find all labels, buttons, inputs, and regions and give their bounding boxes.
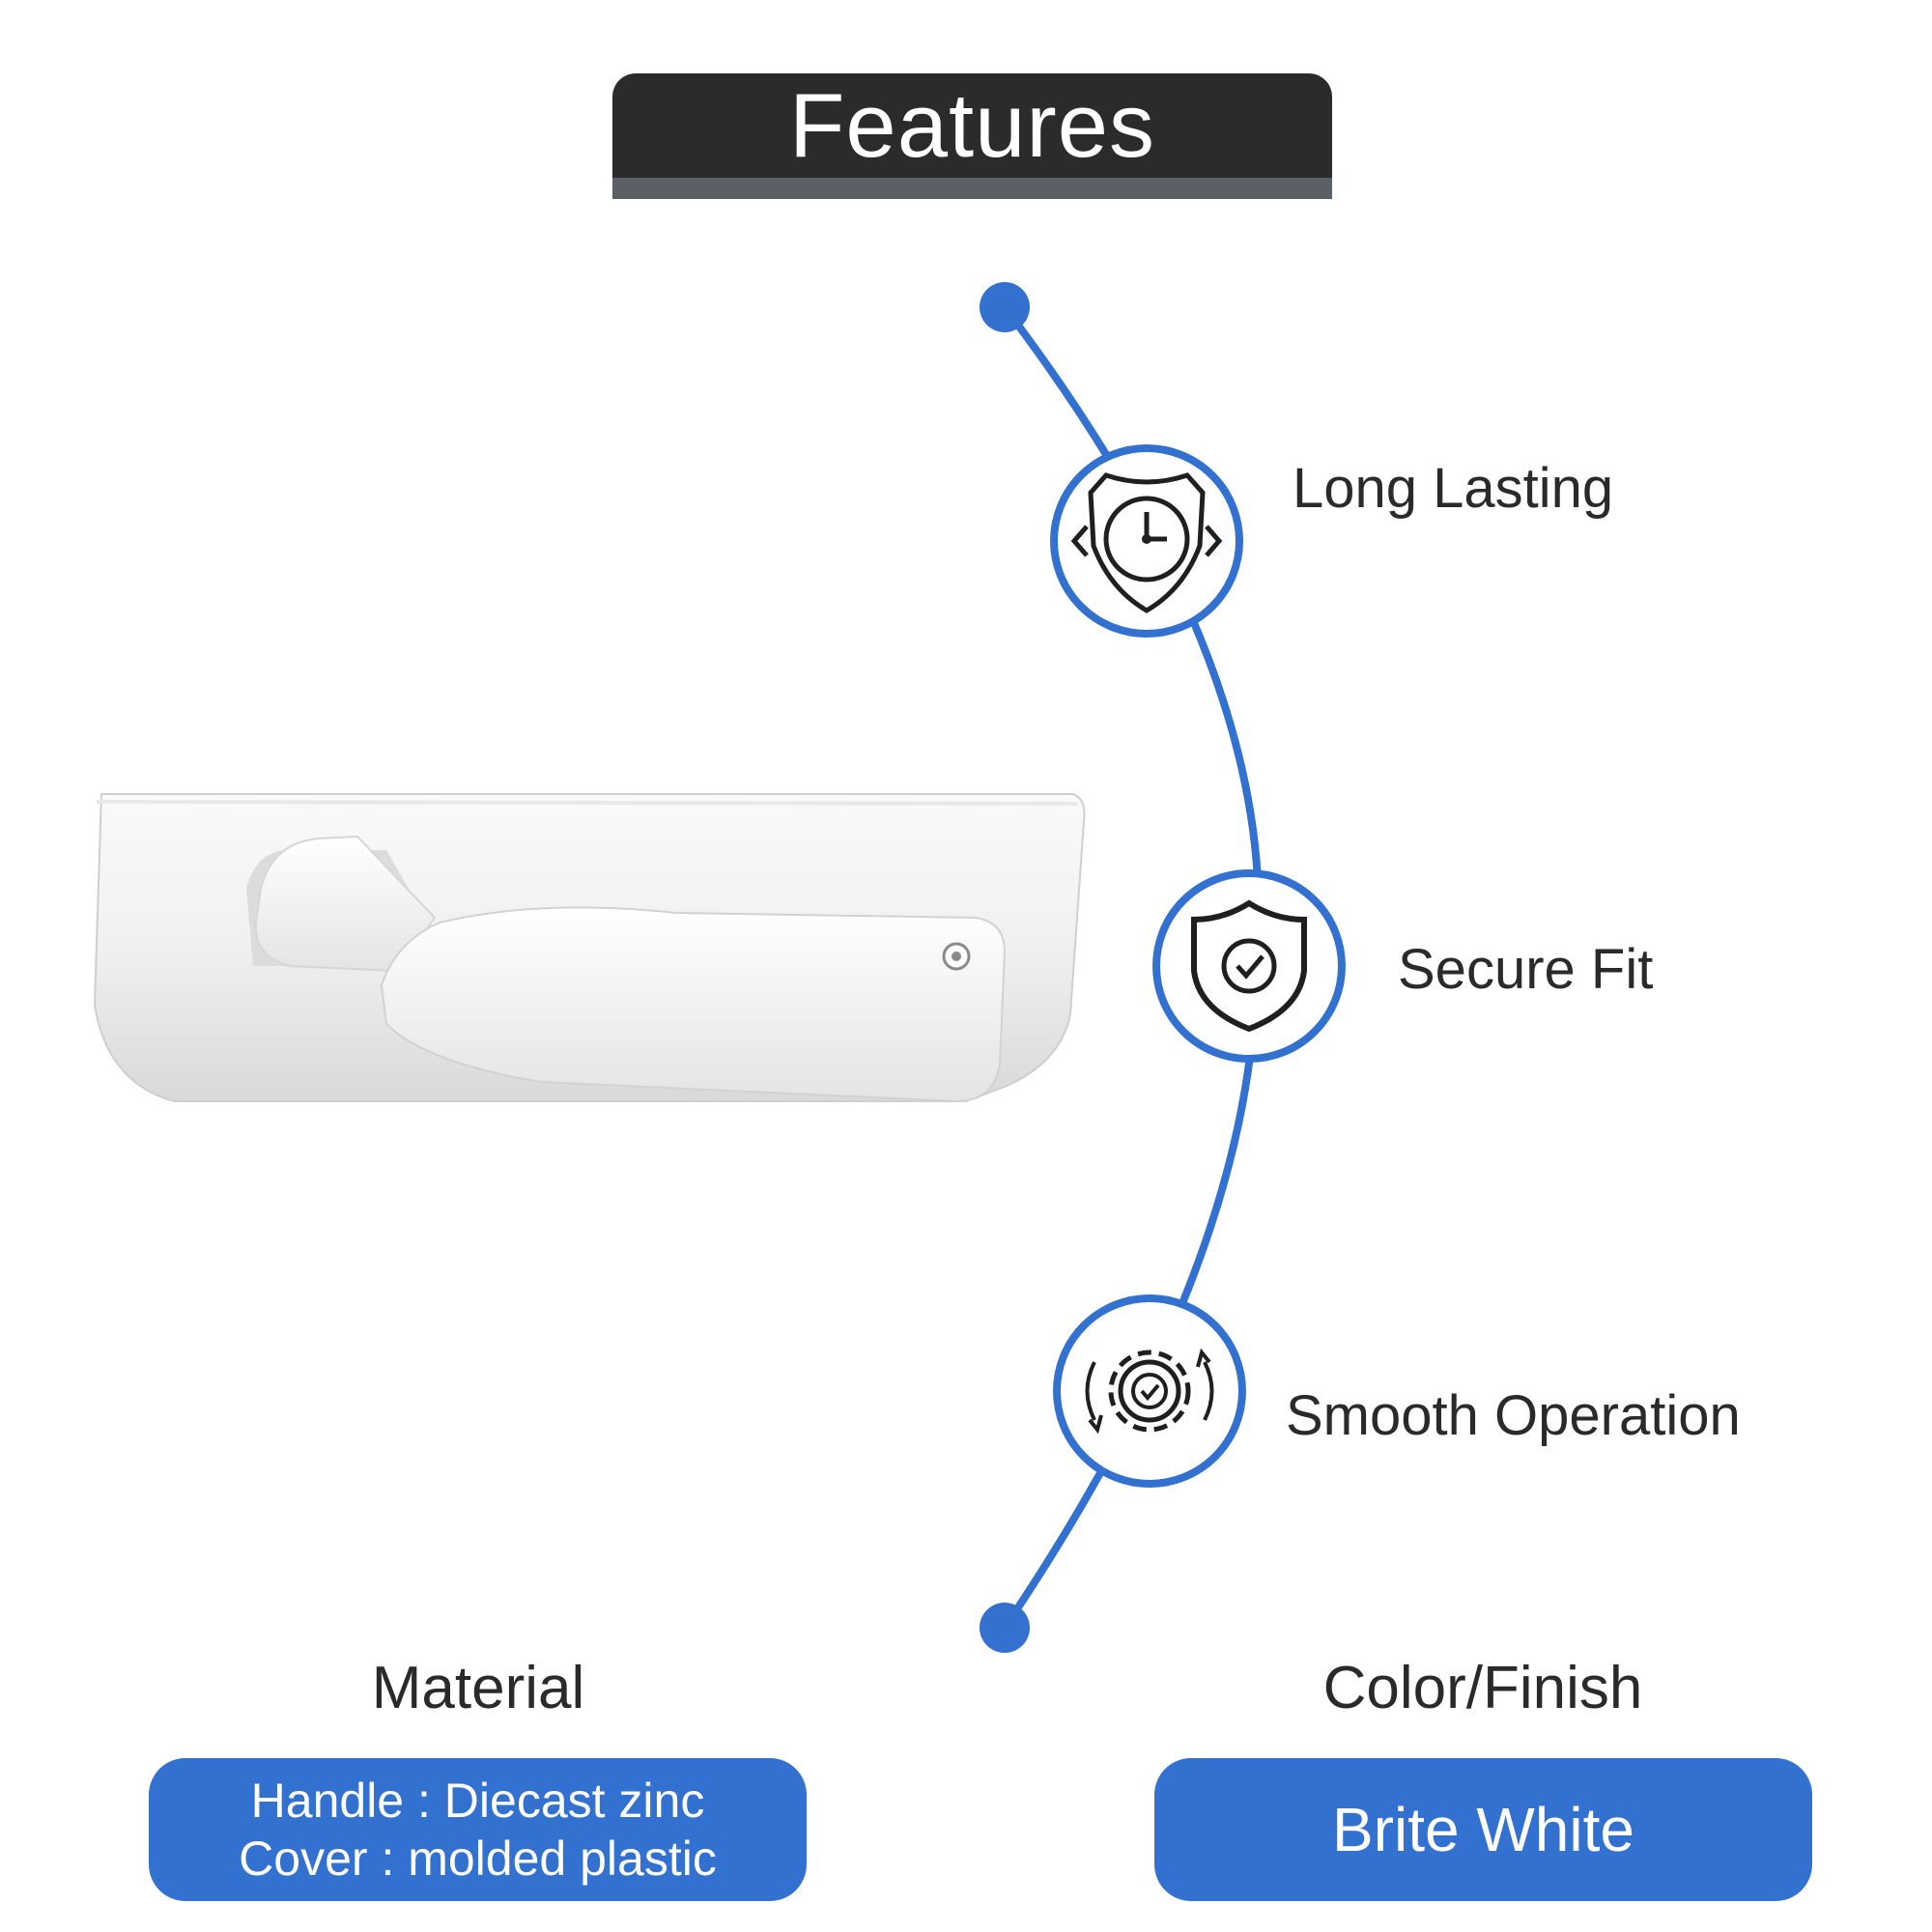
material-line-handle: Handle : Diecast zinc [250, 1774, 705, 1828]
features-title-banner: Features [612, 73, 1332, 199]
lever-cam [254, 835, 437, 973]
timeline-start-dot [980, 282, 1030, 332]
material-heading: Material [371, 1655, 585, 1721]
feature-label-long-lasting: Long Lasting [1293, 457, 1614, 520]
banner-underline [612, 178, 1332, 199]
feature-label-smooth-operation: Smooth Operation [1286, 1384, 1741, 1447]
material-pill: Handle : Diecast zinc Cover : molded pla… [149, 1758, 807, 1901]
color-finish-pill: Brite White [1154, 1758, 1812, 1901]
timeline-end-dot [980, 1603, 1030, 1653]
color-finish-heading: Color/Finish [1322, 1655, 1643, 1721]
material-line-cover: Cover : molded plastic [239, 1832, 717, 1886]
lever-arm [380, 906, 1007, 1103]
shield-check-icon [1152, 869, 1346, 1063]
clock-shield-icon [1050, 444, 1243, 638]
gear-check-icon [1053, 1294, 1246, 1488]
window-lock-handle-image [93, 793, 1086, 1103]
color-finish-value: Brite White [1332, 1795, 1634, 1864]
feature-label-secure-fit: Secure Fit [1398, 938, 1654, 1001]
page-title: Features [789, 74, 1155, 176]
